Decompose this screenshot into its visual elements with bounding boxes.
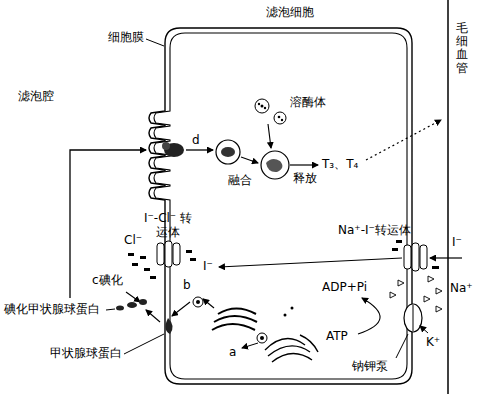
na-k-pump bbox=[404, 304, 422, 332]
secretion-arrow bbox=[203, 299, 214, 308]
colloid-vesicle bbox=[221, 147, 235, 157]
leader-line bbox=[106, 309, 115, 310]
phagolysosome bbox=[261, 151, 289, 179]
molecule-label: ADP+Pi bbox=[322, 281, 367, 295]
cell-membrane bbox=[149, 28, 412, 384]
thyroglobulin bbox=[165, 318, 172, 334]
pump-label: 钠钾泵 bbox=[352, 360, 388, 374]
lumen-label: 滤泡腔 bbox=[18, 90, 54, 104]
endocytosis-arrow bbox=[186, 149, 213, 150]
molecule-label: ATP bbox=[326, 330, 348, 344]
process-label: c碘化 bbox=[92, 274, 123, 288]
endoplasmic-reticulum bbox=[265, 335, 318, 362]
leader-line bbox=[146, 39, 164, 46]
cell-region: 滤泡细胞 bbox=[175, 4, 405, 24]
leader-line bbox=[124, 334, 164, 354]
release-arrow bbox=[290, 164, 318, 165]
process-label: 融合 bbox=[228, 174, 252, 188]
step-letter: d bbox=[192, 134, 200, 148]
colloid-droplet bbox=[162, 142, 170, 150]
fusion-arrow bbox=[268, 124, 271, 148]
atp-arrow bbox=[358, 298, 380, 334]
phagolysosome bbox=[266, 159, 282, 172]
step-letter: b bbox=[183, 279, 191, 293]
ion-label: Na⁺ bbox=[450, 282, 473, 296]
i-cl-transporter bbox=[157, 241, 180, 267]
iodide-ions bbox=[128, 240, 439, 279]
ion-label: I⁻ bbox=[203, 260, 213, 274]
process-label: 释放 bbox=[293, 172, 317, 186]
leader-line bbox=[396, 334, 408, 358]
colloid-vesicle bbox=[216, 140, 240, 164]
golgi bbox=[212, 309, 257, 331]
na-i-transporter bbox=[404, 243, 427, 271]
iodinated-thyroglobulin bbox=[116, 299, 147, 311]
membrane-label: 细胞膜 bbox=[108, 31, 144, 45]
iodination-arrow bbox=[126, 292, 140, 302]
lysosome bbox=[255, 99, 269, 113]
step-letter: a bbox=[229, 346, 236, 360]
release-arrow bbox=[366, 120, 441, 160]
protein-label: 甲状腺球蛋白 bbox=[50, 347, 122, 361]
vessel-label: 毛细血管 bbox=[456, 22, 468, 75]
hormone-label: T₃、T₄ bbox=[322, 158, 358, 172]
ion-label: Cl⁻ bbox=[124, 234, 142, 248]
iodide-arrow bbox=[219, 258, 402, 267]
cell-title: 滤泡细胞 bbox=[175, 4, 405, 21]
organelle-label: 溶酶体 bbox=[290, 96, 326, 110]
transporter-label: I⁻-Cl⁻ 转运体 bbox=[142, 212, 194, 240]
iodination-arrow bbox=[146, 310, 160, 322]
return-arrow bbox=[70, 150, 146, 298]
cell-membrane bbox=[154, 33, 407, 379]
potassium-arrow bbox=[420, 326, 428, 333]
ion-label: I⁻ bbox=[452, 236, 462, 250]
iodide-arrow bbox=[430, 257, 462, 258]
ion-label: K⁺ bbox=[426, 336, 440, 350]
capillary-wall bbox=[447, 0, 449, 394]
lysosome bbox=[274, 112, 286, 124]
protein-label: 碘化甲状腺球蛋白 bbox=[4, 303, 100, 317]
secretion-arrow bbox=[172, 302, 190, 316]
transporter-label: Na⁺-I⁻转运体 bbox=[338, 224, 411, 238]
fusion-arrow bbox=[241, 157, 258, 163]
